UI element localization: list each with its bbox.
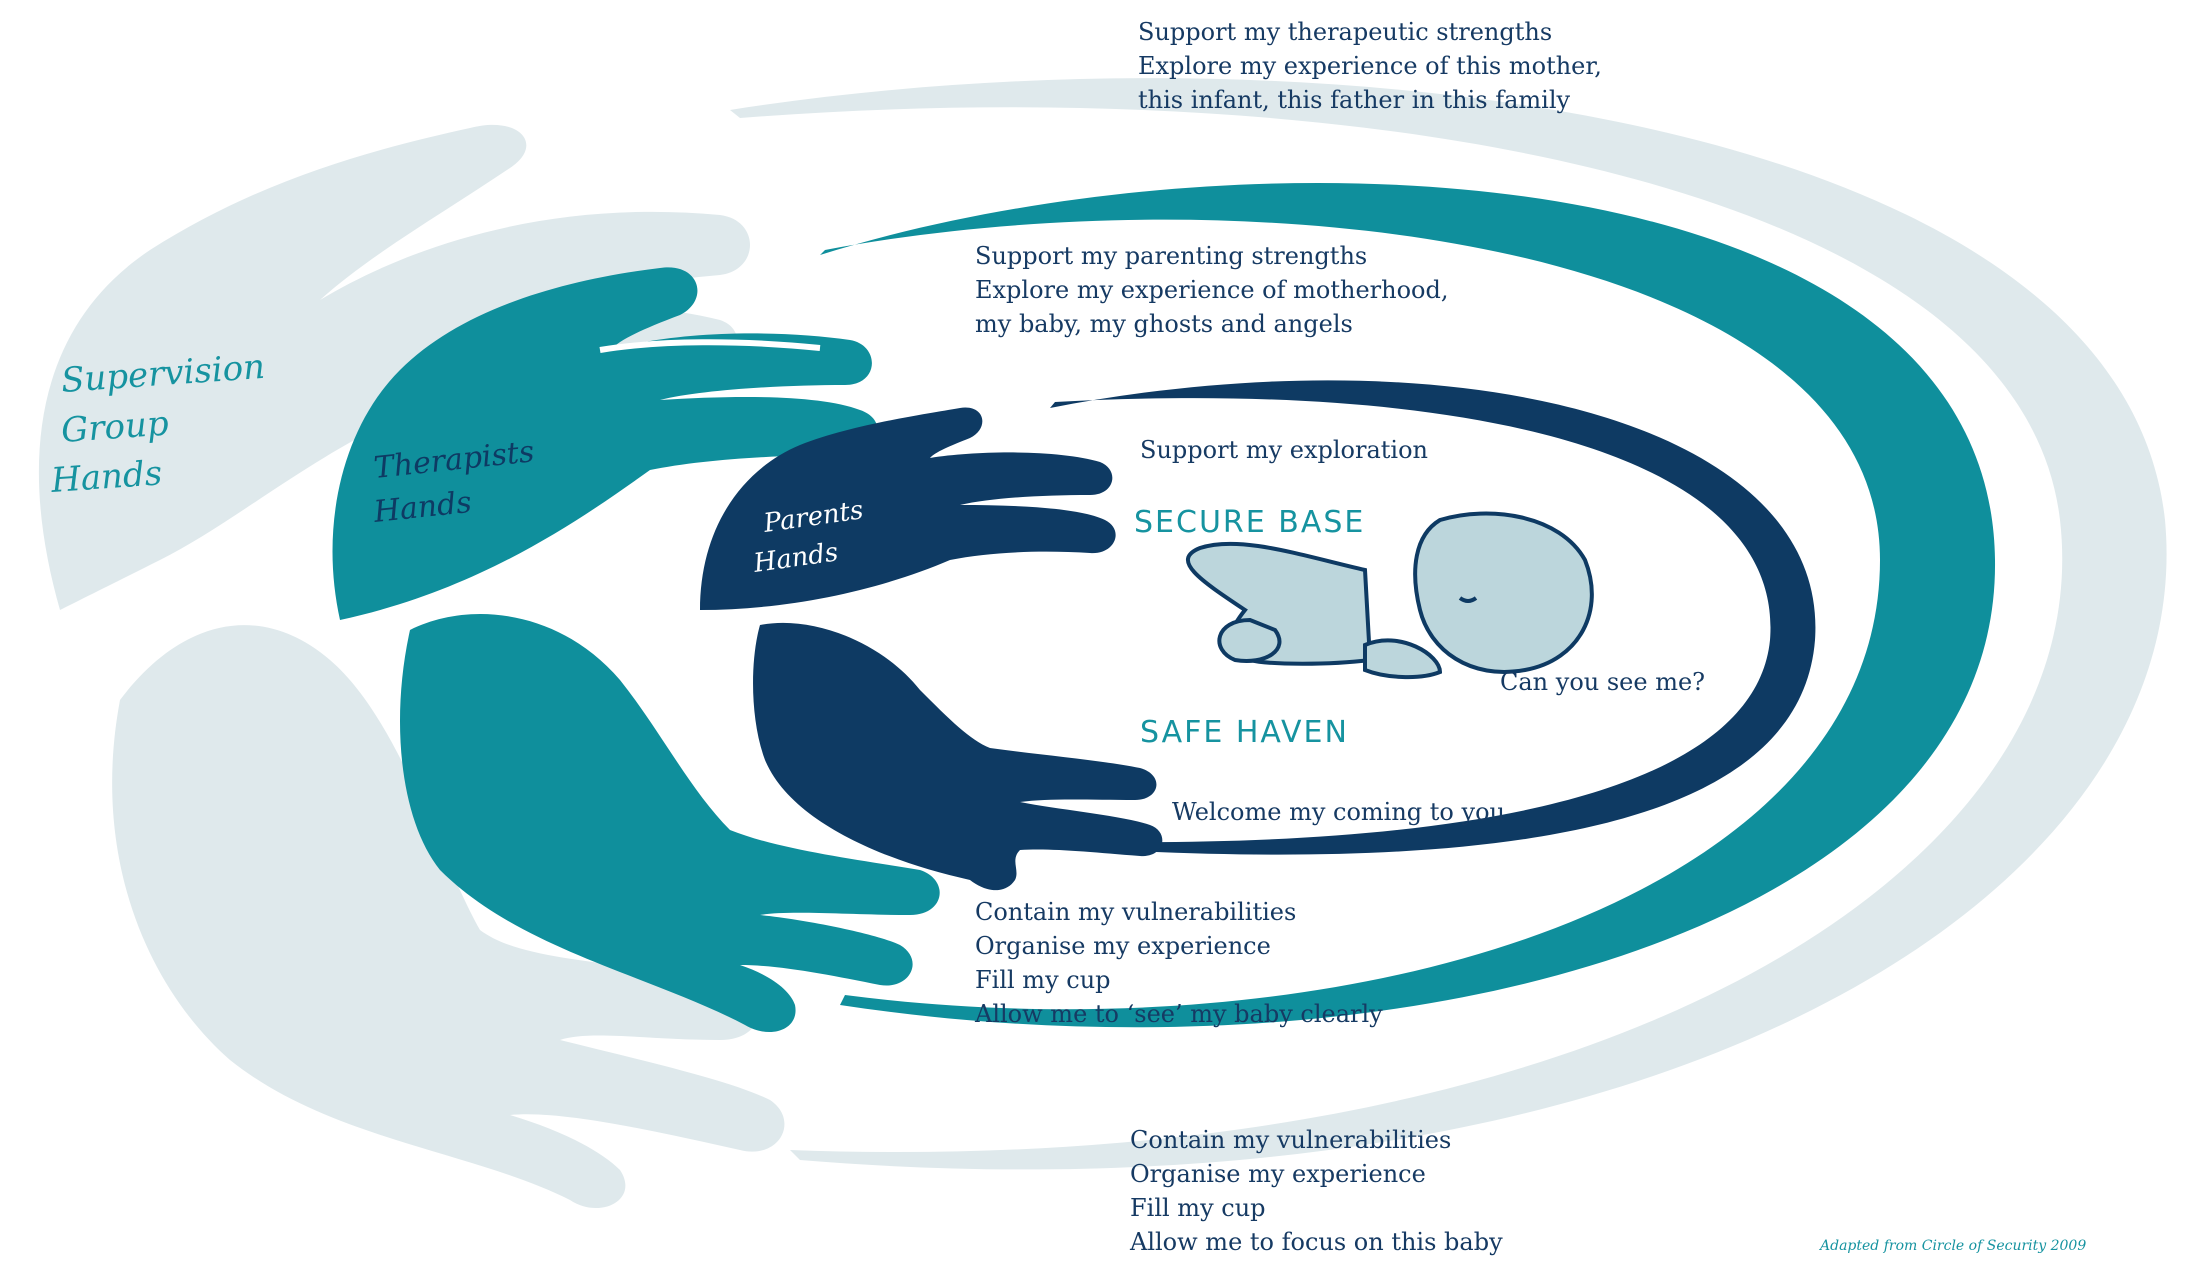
baby-eye xyxy=(1458,596,1478,603)
outer-bottom-text: Contain my vulnerabilities Organise my e… xyxy=(1129,1126,1503,1256)
middle-top-line: Explore my experience of motherhood, xyxy=(975,276,1448,304)
welcome-text: Welcome my coming to you xyxy=(1172,798,1505,826)
outer-bottom-line: Allow me to focus on this baby xyxy=(1129,1228,1503,1256)
baby-foot xyxy=(1217,617,1282,663)
baby-head xyxy=(1413,511,1594,674)
outer-top-line: this infant, this father in this family xyxy=(1138,86,1571,114)
middle-top-line: my baby, my ghosts and angels xyxy=(975,310,1353,338)
supervision-upper-hand xyxy=(38,124,750,611)
supervision-label-line: Group xyxy=(60,404,170,451)
therapist-lower-hand xyxy=(400,614,940,1033)
outer-bottom-line: Contain my vulnerabilities xyxy=(1130,1126,1451,1154)
supervision-lower-hand xyxy=(112,625,785,1209)
baby-hand xyxy=(1363,638,1443,680)
support-exploration-text: Support my exploration xyxy=(1140,436,1428,464)
middle-bottom-line: Contain my vulnerabilities xyxy=(975,898,1296,926)
middle-bottom-text: Contain my vulnerabilities Organise my e… xyxy=(974,898,1383,1028)
outer-bottom-line: Organise my experience xyxy=(1130,1160,1426,1188)
secure-base-heading: SECURE BASE xyxy=(1134,505,1365,540)
parent-upper-hand xyxy=(700,407,1116,610)
middle-bottom-line: Allow me to ‘see’ my baby clearly xyxy=(974,1000,1383,1028)
credit-text: Adapted from Circle of Security 2009 xyxy=(1818,1238,2086,1254)
can-you-see-me-text: Can you see me? xyxy=(1500,668,1705,696)
sleeping-baby-illustration xyxy=(1186,511,1594,680)
safe-haven-heading: SAFE HAVEN xyxy=(1140,715,1349,750)
outer-top-line: Explore my experience of this mother, xyxy=(1138,52,1602,80)
middle-bottom-line: Organise my experience xyxy=(975,932,1271,960)
middle-top-text: Support my parenting strengths Explore m… xyxy=(975,242,1448,338)
outer-top-text: Support my therapeutic strengths Explore… xyxy=(1138,18,1602,114)
middle-top-line: Support my parenting strengths xyxy=(975,242,1367,270)
supervision-label: Supervision Group Hands xyxy=(49,347,266,501)
parent-lower-hand xyxy=(753,622,1163,891)
supervision-label-line: Hands xyxy=(49,453,164,501)
middle-bottom-line: Fill my cup xyxy=(975,966,1111,994)
therapist-upper-hand xyxy=(332,267,878,620)
outer-top-line: Support my therapeutic strengths xyxy=(1138,18,1552,46)
outer-bottom-line: Fill my cup xyxy=(1130,1194,1266,1222)
